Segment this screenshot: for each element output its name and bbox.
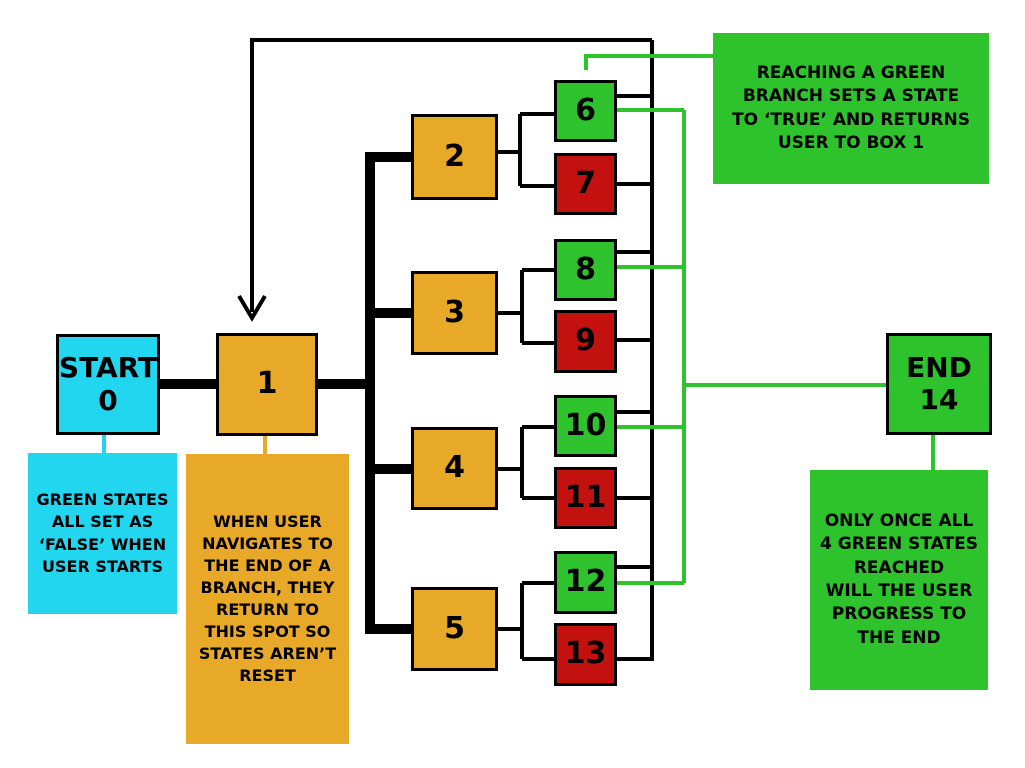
- box-9-label: 9: [575, 323, 596, 359]
- start-node-label: START: [58, 351, 158, 385]
- box-11-label: 11: [564, 479, 607, 515]
- box-3: 3: [411, 271, 498, 355]
- start-node-number: 0: [98, 383, 118, 417]
- green-branch-note-line: USER TO BOX 1: [777, 132, 925, 153]
- box-5-label: 5: [444, 610, 465, 646]
- box-3-label: 3: [444, 294, 465, 330]
- box-4-label: 4: [444, 450, 465, 486]
- branch-5: [496, 581, 556, 661]
- end-node-number: 14: [919, 383, 959, 416]
- green-branch-note-line: TO ‘TRUE’ AND RETURNS: [732, 109, 970, 130]
- box-13: 13: [554, 623, 617, 686]
- end-note: ONLY ONCE ALL 4 GREEN STATES REACHED WIL…: [810, 470, 988, 690]
- box-2-label: 2: [444, 138, 465, 174]
- box-7: 7: [554, 153, 617, 215]
- end-note-line: ONLY ONCE ALL: [824, 510, 974, 531]
- box-6-label: 6: [575, 92, 596, 128]
- start-note-line: GREEN STATES: [36, 490, 169, 510]
- end-note-line: WILL THE USER: [825, 581, 973, 601]
- box1-note: WHEN USER NAVIGATES TO THE END OF A BRAN…: [186, 454, 349, 744]
- box1-note-line: NAVIGATES TO: [202, 533, 333, 553]
- box-4: 4: [411, 427, 498, 510]
- end-node-label: END: [906, 350, 972, 384]
- branch-3: [496, 268, 556, 345]
- return-top: [250, 38, 652, 312]
- end-node: END 14: [886, 333, 992, 435]
- green-branch-note: REACHING A GREEN BRANCH SETS A STATE TO …: [713, 33, 989, 184]
- box-11: 11: [554, 467, 617, 529]
- box-8-label: 8: [575, 251, 596, 287]
- box-2: 2: [411, 114, 498, 200]
- branch-4: [496, 425, 556, 500]
- box-1: 1: [216, 333, 318, 436]
- box1-note-line: RETURN TO: [216, 600, 319, 619]
- box1-note-line: THE END OF A: [204, 555, 331, 575]
- box-10: 10: [554, 395, 617, 457]
- box-1-label: 1: [256, 366, 278, 402]
- box-10-label: 10: [564, 407, 607, 443]
- start-note-line: USER STARTS: [42, 556, 163, 576]
- box-13-label: 13: [564, 636, 607, 672]
- box-6: 6: [554, 80, 617, 142]
- box-7-label: 7: [575, 165, 596, 201]
- box1-note-line: BRANCH, THEY: [200, 577, 335, 597]
- start-note-line: ALL SET AS: [51, 512, 154, 532]
- box-12-label: 12: [564, 564, 607, 600]
- end-note-line: 4 GREEN STATES: [820, 534, 978, 555]
- green-callout-line: [584, 54, 716, 70]
- end-note-line: REACHED: [853, 557, 945, 578]
- start-note-line: ‘FALSE’ WHEN: [38, 534, 167, 554]
- box1-note-line: THIS SPOT SO: [204, 622, 331, 642]
- box-8: 8: [554, 239, 617, 301]
- start-node: START 0: [56, 334, 160, 435]
- start-note: GREEN STATES ALL SET AS ‘FALSE’ WHEN USE…: [28, 453, 177, 614]
- box-9: 9: [554, 310, 617, 373]
- box1-note-line: WHEN USER: [213, 511, 322, 531]
- green-branch-note-line: REACHING A GREEN: [756, 62, 946, 83]
- green-branch-note-line: BRANCH SETS A STATE: [742, 86, 960, 107]
- return-arrowhead: [237, 294, 267, 322]
- end-note-line: THE END: [857, 627, 941, 648]
- box-12: 12: [554, 551, 617, 614]
- box-5: 5: [411, 587, 498, 671]
- box1-note-line: RESET: [239, 666, 296, 686]
- end-note-line: PROGRESS TO: [831, 604, 967, 625]
- branch-2: [496, 112, 556, 188]
- box1-note-line: STATES AREN’T: [198, 644, 337, 664]
